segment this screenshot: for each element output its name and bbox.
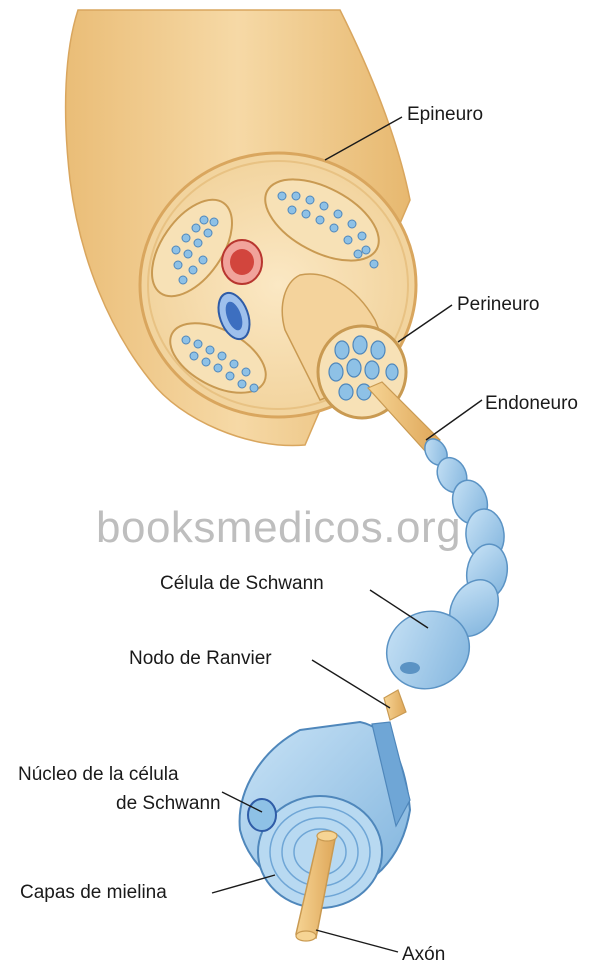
artery <box>222 240 262 284</box>
label-nucleo-line2: de Schwann <box>116 793 221 815</box>
myelinated-fiber <box>374 435 512 702</box>
watermark: booksmedicos.org <box>96 503 461 553</box>
ranvier-node-axon <box>384 690 406 720</box>
label-celula-schwann: Célula de Schwann <box>160 573 324 595</box>
label-epineuro: Epineuro <box>407 104 483 126</box>
label-perineuro: Perineuro <box>457 294 539 316</box>
label-axon: Axón <box>402 944 445 966</box>
label-endoneuro: Endoneuro <box>485 393 578 415</box>
label-nucleo-line1: Núcleo de la célula <box>18 764 179 786</box>
label-capas-mielina: Capas de mielina <box>20 882 167 904</box>
label-nodo-ranvier: Nodo de Ranvier <box>129 648 272 670</box>
